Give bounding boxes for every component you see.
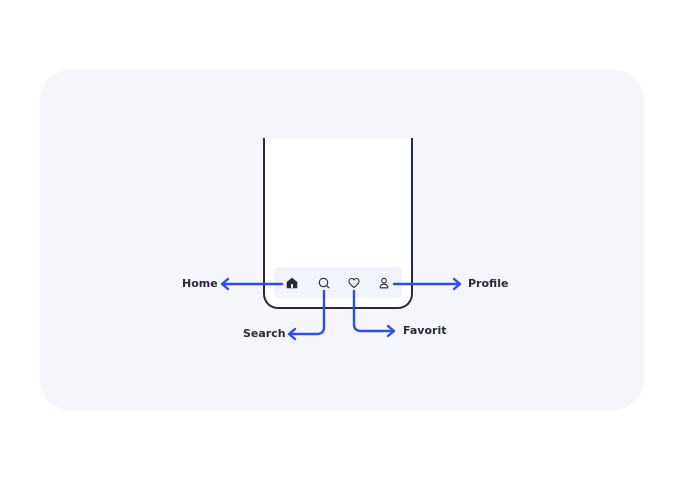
tab-profile[interactable] (372, 267, 396, 298)
favorite-arrow (352, 289, 395, 333)
profile-label: Profile (468, 277, 509, 290)
home-arrowhead (220, 277, 230, 291)
favorite-label: Favorit (403, 324, 447, 337)
profile-arrowhead (452, 277, 462, 291)
tab-favorite[interactable] (342, 267, 366, 298)
home-icon (286, 277, 298, 289)
search-arrow (288, 289, 326, 336)
bottom-navigation-bar (274, 267, 402, 298)
user-icon (378, 277, 390, 289)
heart-icon (348, 277, 360, 289)
favorite-arrowhead (386, 324, 396, 338)
search-label: Search (243, 327, 286, 340)
tab-search[interactable] (312, 267, 336, 298)
tab-home[interactable] (280, 267, 304, 298)
search-icon (318, 277, 330, 289)
search-arrowhead (287, 327, 297, 341)
home-label: Home (182, 277, 218, 290)
